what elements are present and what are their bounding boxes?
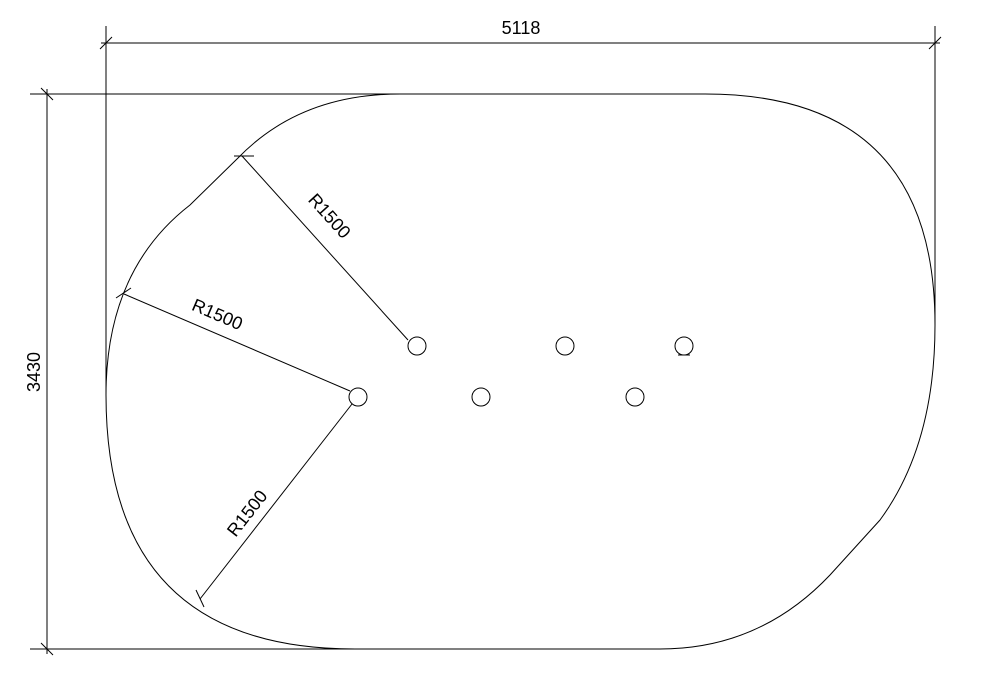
radius-leader-2: R1500 [115, 287, 351, 392]
outline-shape [105, 93, 936, 650]
hole [348, 387, 368, 407]
radius-leader-line [123, 293, 351, 392]
radius-leader-line [199, 403, 353, 600]
radius-leader-3: R1500 [195, 403, 353, 608]
radius-leader-tick [195, 589, 205, 608]
width-tick-right [928, 36, 942, 50]
height-tick-bottom [40, 642, 54, 656]
hole [471, 387, 491, 407]
hole [555, 336, 575, 356]
height-dimension-text: 3430 [24, 352, 44, 392]
radius-label: R1500 [223, 486, 271, 540]
height-dimension: 3430 [24, 87, 660, 656]
width-tick-left [99, 36, 113, 50]
radius-leader-line [241, 155, 409, 341]
radius-label: R1500 [304, 190, 354, 243]
radius-leader-1: R1500 [234, 155, 409, 341]
hole [407, 336, 427, 356]
radius-label: R1500 [189, 295, 246, 334]
hole [674, 336, 694, 356]
radius-leader-tick [115, 287, 132, 299]
width-dimension-text: 5118 [502, 18, 541, 38]
height-tick-top [40, 87, 54, 101]
holes [348, 336, 694, 407]
hole [625, 387, 645, 407]
width-dimension: 5118 [99, 18, 942, 395]
